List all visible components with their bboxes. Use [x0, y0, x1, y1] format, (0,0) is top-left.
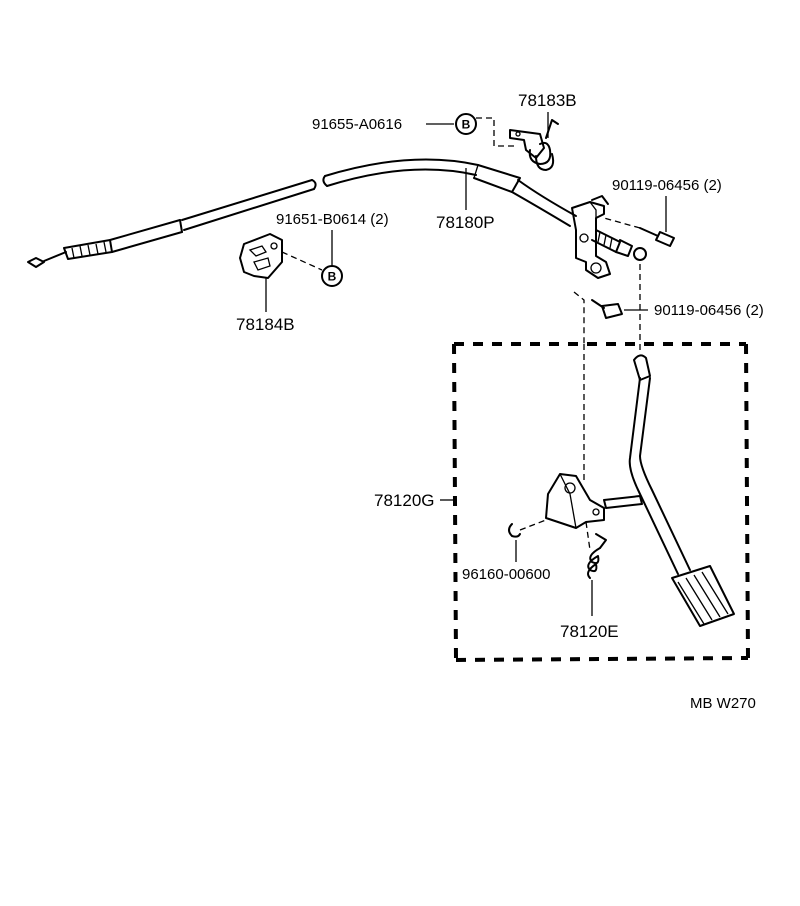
accelerator-pedal — [603, 354, 735, 627]
bolt-upper — [603, 196, 675, 247]
e-ring — [508, 523, 521, 562]
label-78120E: 78120E — [560, 622, 619, 641]
label-91651-B0614: 91651-B0614 (2) — [276, 211, 389, 228]
label-90119-06456-lower: 90119-06456 (2) — [654, 302, 764, 319]
label-91655-A0616: 91655-A0616 — [312, 116, 402, 133]
bracket-78184B — [239, 233, 323, 312]
label-78183B: 78183B — [518, 91, 577, 110]
svg-text:B: B — [462, 118, 471, 132]
pedal-support-bracket — [545, 473, 605, 529]
label-90119-06456-upper: 90119-06456 (2) — [612, 177, 722, 194]
footer-code: MB W270 — [690, 695, 756, 712]
label-78120G: 78120G — [374, 491, 435, 510]
circle-b-marker-top: B — [455, 113, 477, 135]
bracket-78183B — [509, 112, 559, 171]
cable-end-bracket — [571, 195, 647, 279]
bolt-lower — [591, 299, 648, 319]
throttle-cable — [27, 158, 577, 268]
label-96160-00600: 96160-00600 — [462, 566, 550, 583]
label-78180P: 78180P — [436, 213, 495, 232]
return-spring — [587, 533, 607, 616]
svg-text:B: B — [328, 270, 337, 284]
pedal-assembly-box — [452, 342, 750, 662]
circle-b-marker-bottom: B — [321, 265, 343, 287]
label-78184B: 78184B — [236, 315, 295, 334]
